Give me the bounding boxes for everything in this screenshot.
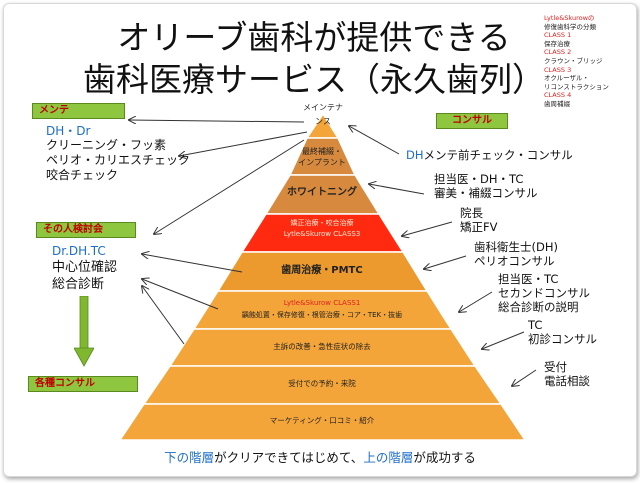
consult-box: コンサル <box>436 113 508 129</box>
arrow-to-kentou <box>154 139 305 234</box>
bottom-caption: 下の階層がクリアできてはじめて、上の階層が成功する <box>4 447 636 466</box>
mente-item-3: 咬合チェック <box>46 168 119 182</box>
down-arrow-icon <box>74 296 94 367</box>
tier-9-marketing <box>118 403 527 441</box>
arrow-periodontal-to-kentou <box>142 254 243 273</box>
tier-7-label: 主訴の改善・急性症状の除去 <box>273 342 371 351</box>
tier-4-label: 矯正治療・咬合治療 Lytle&Skurow CLASS3 <box>266 218 378 240</box>
slide: オリーブ歯科が提供できる 歯科医療サービス（永久歯列） Lytle&Skurow… <box>3 3 637 477</box>
right-item-6-role: TC <box>528 318 543 332</box>
arrow-initial <box>482 331 525 349</box>
tier-2-label-a: 最終補綴・ <box>302 147 342 156</box>
tier-3-label: ホワイトニング <box>287 187 357 198</box>
right-item-3-text: 矯正FV <box>460 220 498 234</box>
arrow-reception <box>512 369 537 386</box>
legend-class3-desc: オクルーザル・ <box>544 74 590 83</box>
right-item-4-role: 歯科衛生士(DH) <box>474 240 558 254</box>
right-item-1-text: メンテ前チェック・コンサル <box>423 148 573 162</box>
arrow-perio <box>424 255 467 269</box>
right-item-1-role: DH <box>406 148 424 162</box>
legend-class1-desc: 保存治療 <box>544 39 570 48</box>
tier-8-label: 受付での予約・来院 <box>288 379 356 388</box>
arrow-dh-mente <box>349 126 400 155</box>
right-item-3-role: 院長 <box>460 206 483 220</box>
tier-2-label: 最終補綴・ インプラント <box>272 146 372 168</box>
tier-9-label: マーケティング・口コミ・紹介 <box>269 416 375 425</box>
legend-class3-desc-2: リコンストラクション <box>544 82 609 91</box>
arrow-top-to-mente <box>179 131 308 156</box>
tier-1-label-b: ンス <box>315 117 331 126</box>
arrow-aesthetic <box>369 184 425 195</box>
kakushu-consult-box: 各種コンサル <box>28 376 138 392</box>
kentou-item-2: 総合診断 <box>52 277 105 292</box>
mente-item-1: クリーニング・フッ素 <box>46 138 167 152</box>
right-item-6-text: 初診コンサル <box>528 332 597 346</box>
tier-1-label: メインテナ ンス <box>273 103 373 127</box>
kentou-box: その人検討会 <box>36 222 136 238</box>
title-line-2: 歯科医療サービス（永久歯列） <box>83 60 545 99</box>
bottom-caption-part-1: 下の階層 <box>164 450 215 465</box>
tier-4-label-a: 矯正治療・咬合治療 <box>290 219 354 227</box>
arrow-second <box>459 291 493 312</box>
legend-class4: CLASS 4 <box>544 91 572 100</box>
kentou-item-1: 中心位確認 <box>52 260 118 275</box>
pyramid-diagram <box>118 112 537 441</box>
right-item-4-text: ペリオコンサル <box>474 254 555 268</box>
mente-box: メンテ <box>32 103 125 119</box>
right-item-1: DHメンテ前チェック・コンサル <box>406 148 573 162</box>
legend-heading-2: 修復歯科学の分類 <box>544 22 596 31</box>
legend-class2-desc: クラウン・ブリッジ <box>544 56 603 65</box>
right-item-2-text: 審美・補綴コンサル <box>434 186 538 200</box>
tier-6-label-a: Lytle&Skurow CLASS1 <box>283 299 361 307</box>
tier-2-label-b: インプラント <box>298 158 346 167</box>
mente-item-2: ペリオ・カリエスチェック <box>46 153 191 167</box>
legend-heading: Lytle&Skurowの <box>544 14 595 22</box>
legend-class2: CLASS 2 <box>544 48 572 57</box>
arrow-ortho <box>402 221 453 236</box>
right-item-5-role: 担当医・TC <box>498 272 559 286</box>
legend-class4-desc: 歯周補綴 <box>544 99 570 108</box>
tier-4-label-b: Lytle&Skurow CLASS3 <box>283 230 361 238</box>
kentou-role: Dr.DH.TC <box>52 244 106 258</box>
legend-class1: CLASS 1 <box>544 31 572 40</box>
bottom-caption-part-2: がクリアできてはじめて、 <box>214 450 364 465</box>
tier-5-label: 歯周治療・PMTC <box>281 265 363 276</box>
tier-6-label: Lytle&Skurow CLASS1 齲蝕処置・保存修復・根管治療・コア・TE… <box>218 297 426 321</box>
lytle-skurow-legend: Lytle&Skurowの 修復歯科学の分類 CLASS 1 保存治療 CLAS… <box>544 14 636 109</box>
bottom-caption-part-3: 上の階層 <box>363 450 414 465</box>
arrow-caries-to-kentou <box>142 279 219 310</box>
arrow-mente-to-top <box>129 120 305 122</box>
right-item-2-role: 担当医・DH・TC <box>434 172 524 186</box>
arrow-complaint-to-kentou <box>142 286 185 345</box>
bottom-caption-part-4: が成功する <box>413 450 476 465</box>
legend-class3: CLASS 3 <box>544 65 572 74</box>
tier-6-label-b: 齲蝕処置・保存修復・根管治療・コア・TEK・抜歯 <box>241 311 403 319</box>
right-item-5-text-2: 総合診断の説明 <box>498 300 579 314</box>
tier-1-label-a: メインテナ <box>303 103 343 112</box>
right-item-7-role: 受付 <box>544 360 567 374</box>
mente-role: DH・Dr <box>46 124 91 138</box>
title-line-1: オリーブ歯科が提供できる <box>117 18 511 57</box>
right-item-7-text: 電話相談 <box>544 374 590 388</box>
right-item-5-text-1: セカンドコンサル <box>498 286 590 300</box>
